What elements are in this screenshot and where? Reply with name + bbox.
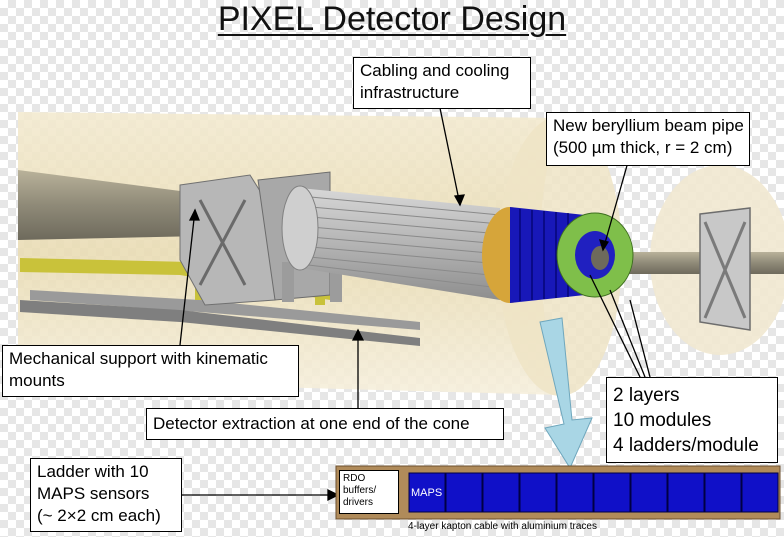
- callout-beam-pipe-line2: (500 µm thick, r = 2 cm): [553, 138, 733, 157]
- callout-extraction: Detector extraction at one end of the co…: [146, 408, 504, 440]
- maps-sensor: [593, 472, 631, 513]
- callout-beam-pipe: New beryllium beam pipe (500 µm thick, r…: [546, 112, 750, 166]
- callout-ladder-line2: MAPS sensors: [37, 484, 150, 503]
- callout-ladder: Ladder with 10 MAPS sensors (~ 2×2 cm ea…: [30, 458, 182, 532]
- maps-sensor: [482, 472, 520, 513]
- maps-sensor: [408, 472, 446, 513]
- rdo-box: RDO buffers/ drivers: [339, 470, 399, 514]
- maps-label: MAPS: [411, 487, 443, 499]
- callout-beam-pipe-line1: New beryllium beam pipe: [553, 116, 744, 135]
- callout-layers-line1: 2 layers: [613, 385, 680, 406]
- page-title: PIXEL Detector Design: [217, 0, 567, 38]
- callout-layers-line2: 10 modules: [613, 410, 712, 431]
- callout-ladder-line3: (~ 2×2 cm each): [37, 506, 161, 525]
- callout-mechanical-support: Mechanical support with kinematic mounts: [2, 345, 299, 397]
- rdo-line3: drivers: [343, 497, 374, 508]
- callout-mechanical-line2: mounts: [9, 371, 65, 390]
- maps-sensor: [667, 472, 705, 513]
- callout-mechanical-line1: Mechanical support with kinematic: [9, 349, 268, 368]
- end-frame: [699, 207, 751, 331]
- rdo-line1: RDO: [343, 473, 366, 484]
- callout-cabling: Cabling and cooling infrastructure: [353, 57, 531, 109]
- callout-ladder-line1: Ladder with 10: [37, 462, 149, 481]
- maps-sensor: [704, 472, 742, 513]
- callout-layers: 2 layers 10 modules 4 ladders/module: [606, 377, 778, 463]
- callout-cabling-line1: Cabling and cooling: [360, 61, 510, 80]
- maps-sensor: [741, 472, 779, 513]
- callout-layers-line3: 4 ladders/module: [613, 435, 759, 456]
- pixel-barrel: [482, 207, 634, 303]
- maps-sensor: [630, 472, 668, 513]
- maps-sensor: [556, 472, 594, 513]
- cabling-shell: [281, 185, 501, 300]
- maps-sensor: [519, 472, 557, 513]
- rdo-line2: buffers/: [343, 485, 377, 496]
- callout-cabling-line2: infrastructure: [360, 83, 460, 102]
- kapton-cable-label: 4-layer kapton cable with aluminium trac…: [408, 521, 597, 532]
- callout-pointers: [179, 107, 651, 502]
- maps-sensor: [445, 472, 483, 513]
- maps-sensor-row: [408, 472, 779, 513]
- down-arrow: [539, 317, 593, 470]
